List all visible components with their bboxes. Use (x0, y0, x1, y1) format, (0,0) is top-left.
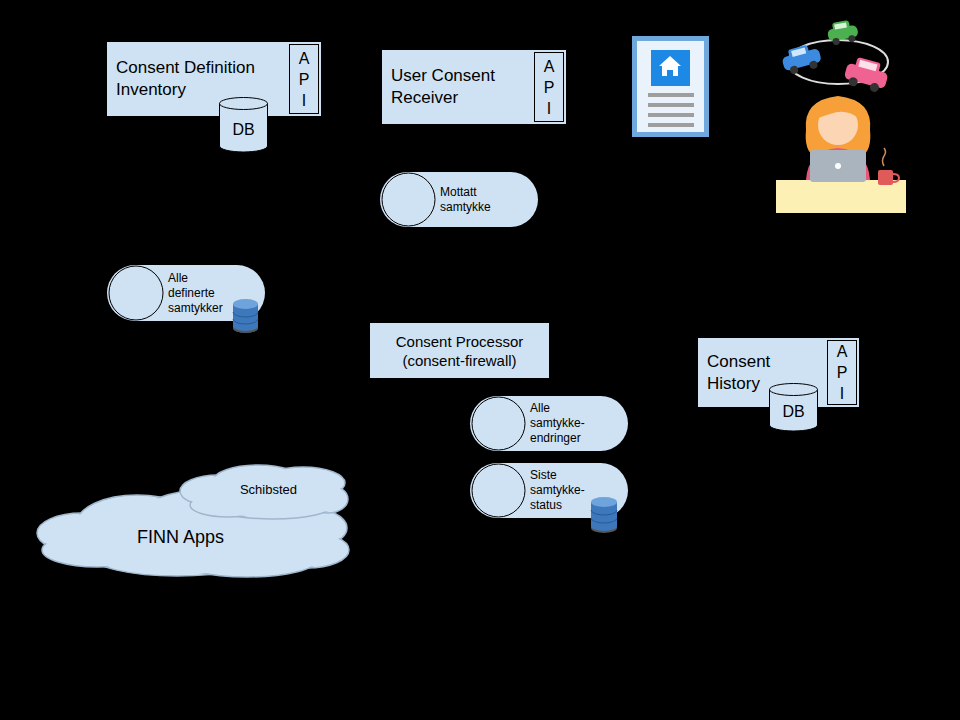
node-label: FINN Apps (137, 527, 224, 548)
node-label: Consent History (707, 351, 807, 395)
app-cloud: Schibsted (178, 463, 349, 521)
node-label: User Consent Receiver (391, 65, 526, 109)
database-cylinder: DB (219, 97, 268, 152)
app-cloud: FINN AppsSchibsted (37, 488, 349, 578)
service-box: Consent Processor (consent-firewall) (370, 323, 549, 378)
node-label: Consent Definition Inventory (116, 57, 281, 101)
database-cylinder: DB (769, 383, 818, 431)
node-label: Alle samtykke- endringer (530, 401, 596, 446)
node-label: DB (782, 401, 804, 423)
node-label: Alle definerte samtykker (168, 271, 232, 316)
user-illustration (776, 96, 906, 213)
node-label: DB (232, 119, 254, 141)
document-icon (632, 36, 709, 137)
node-label: Schibsted (240, 482, 297, 497)
topic-pill: Alle samtykke- endringer (470, 396, 628, 451)
topic-pill: Mottatt samtykke (380, 172, 538, 227)
service-box: Consent Definition InventoryA P IDB (107, 42, 321, 116)
cars-illustration (780, 19, 891, 95)
node-label: Consent Processor (consent-firewall) (377, 332, 542, 370)
api-box: A P I (289, 44, 319, 114)
topic-pill: Siste samtykke- status (470, 463, 628, 518)
topic-pill: Alle definerte samtykker (107, 265, 265, 321)
service-box: User Consent Receiver A P I (382, 50, 566, 124)
center-shape (370, 323, 549, 378)
node-label: A P I (297, 48, 311, 111)
api-box: A P I (827, 340, 857, 405)
node-label: A P I (835, 341, 849, 404)
node-label: Mottatt samtykke (440, 185, 520, 215)
box-shape (107, 42, 321, 116)
node-label: A P I (542, 56, 556, 119)
service-box: Consent HistoryA P IDB (698, 338, 859, 407)
api-box: A P I (534, 52, 564, 122)
node-label: Siste samtykke- status (530, 468, 596, 513)
